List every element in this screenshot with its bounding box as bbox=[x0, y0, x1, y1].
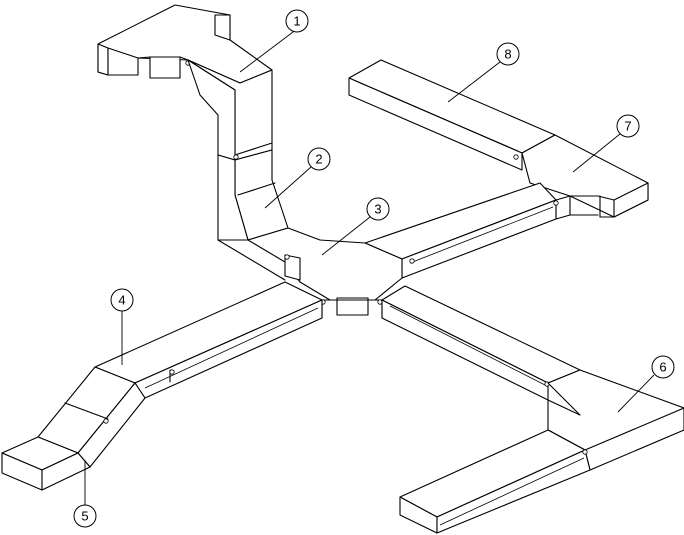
tray-fitting-1 bbox=[97, 4, 273, 84]
callout-3: 3 bbox=[321, 197, 390, 256]
svg-text:1: 1 bbox=[293, 14, 300, 29]
svg-text:7: 7 bbox=[624, 119, 631, 134]
callout-6: 6 bbox=[617, 355, 675, 413]
tray-straight-5 bbox=[1, 418, 109, 491]
callout-1: 1 bbox=[239, 9, 309, 73]
callout-4: 4 bbox=[110, 288, 134, 365]
tray-bend-2 bbox=[217, 149, 289, 281]
svg-text:2: 2 bbox=[315, 152, 322, 167]
svg-text:8: 8 bbox=[504, 47, 511, 62]
tray-straight-8 bbox=[348, 59, 556, 184]
callout-8: 8 bbox=[447, 42, 520, 103]
tray-cross-3 bbox=[247, 227, 403, 319]
svg-text:4: 4 bbox=[118, 293, 125, 308]
tray-fitting-6 bbox=[547, 369, 684, 471]
tray-straight-right-arm bbox=[364, 182, 559, 279]
tray-vertical-riser bbox=[187, 59, 273, 161]
callout-5: 5 bbox=[73, 460, 97, 528]
tray-fitting-7 bbox=[521, 134, 649, 220]
svg-text:6: 6 bbox=[659, 360, 666, 375]
svg-text:3: 3 bbox=[374, 202, 381, 217]
callout-2: 2 bbox=[264, 147, 331, 209]
svg-text:5: 5 bbox=[81, 509, 88, 524]
tray-straight-bottom bbox=[399, 429, 591, 534]
tray-straight-down-arm bbox=[381, 285, 581, 416]
callout-7: 7 bbox=[572, 114, 640, 173]
